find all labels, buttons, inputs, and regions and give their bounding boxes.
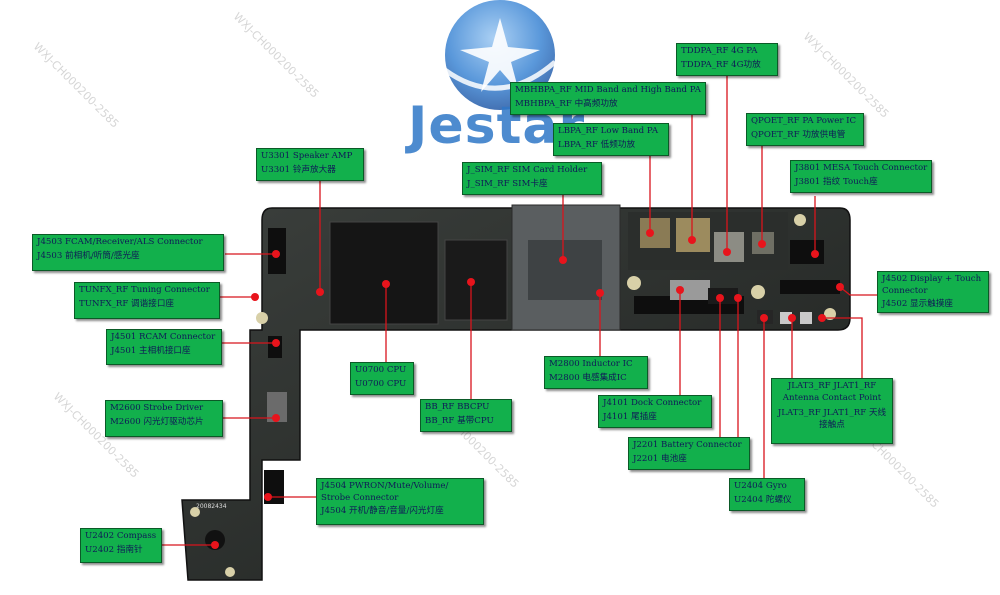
mbhbpa-chip <box>676 218 710 252</box>
board-serial: 20082434 <box>196 503 227 510</box>
cpu-chip <box>329 221 439 325</box>
jlat3-contact <box>780 312 792 324</box>
bbcpu-chip <box>444 239 508 321</box>
jlat1-contact <box>800 312 812 324</box>
sim-tray <box>528 240 602 300</box>
leader-lines <box>160 76 877 546</box>
j4502-connector <box>780 280 840 294</box>
m2600-chip <box>267 392 287 422</box>
label-j4504: J4504 PWRON/Mute/Volume/ Strobe Connecto… <box>316 478 484 525</box>
tddpa-chip <box>714 232 744 262</box>
lbpa-chip <box>640 218 670 248</box>
target-dots <box>211 229 844 549</box>
j3801-connector <box>790 240 824 264</box>
